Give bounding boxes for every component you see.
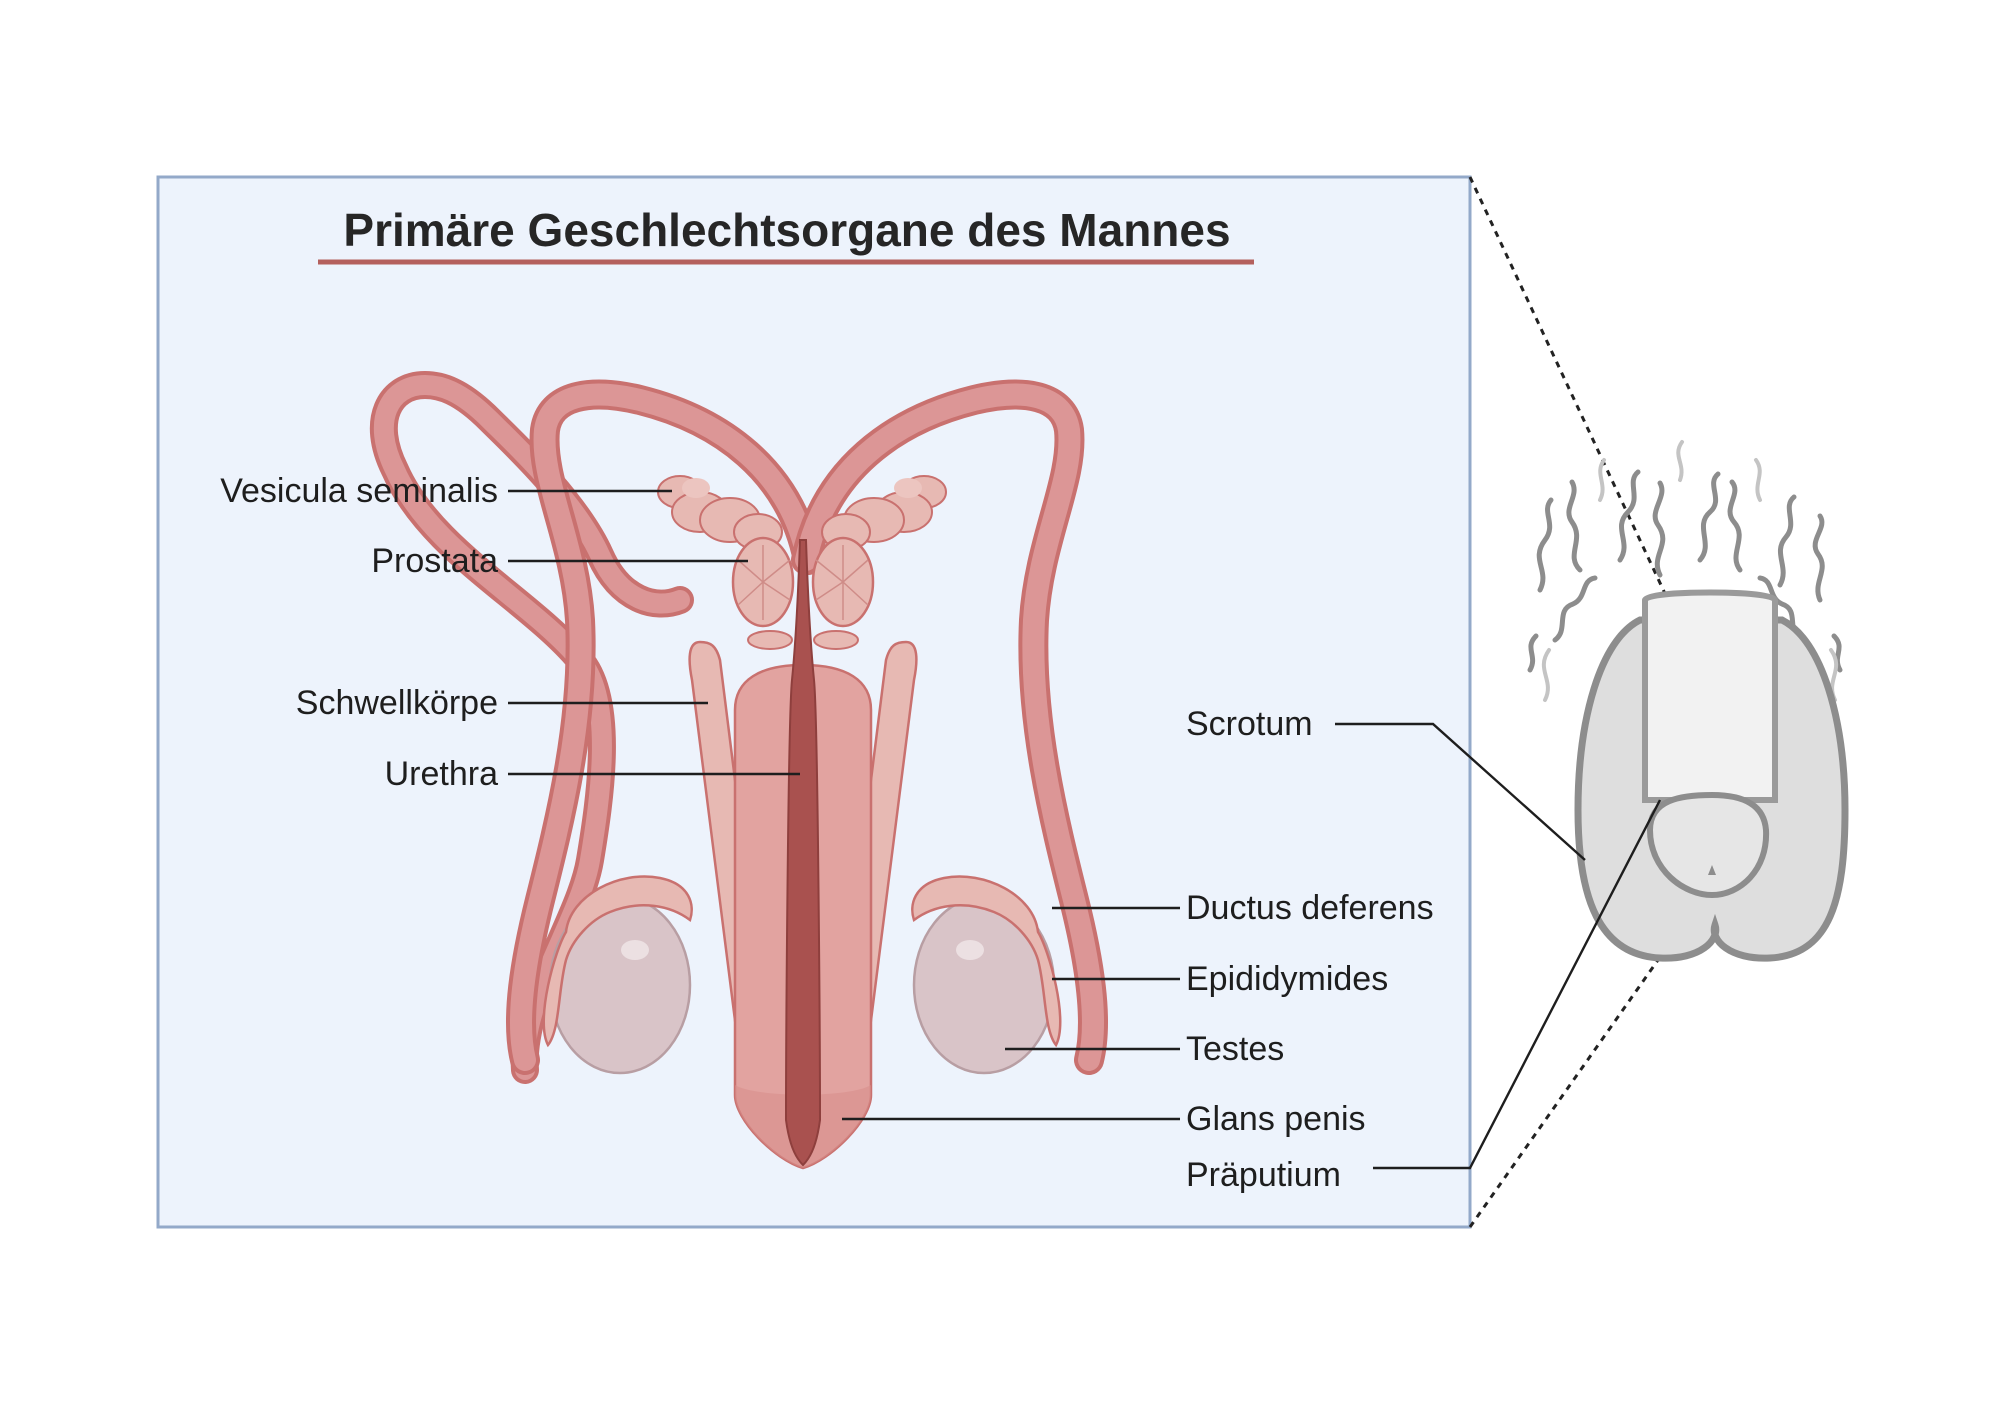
meatus [1708,865,1716,875]
epididymis-left [542,875,693,1048]
label-urethra: Urethra [385,755,498,793]
external-anatomy [1527,440,1849,962]
epididymis-right [911,875,1062,1048]
testis-left [548,895,692,1075]
vas-right [795,383,1104,1071]
label-praeputium: Präputium [1186,1156,1341,1194]
label-glans-penis: Glans penis [1186,1100,1366,1138]
penis-shaft [1642,589,1778,803]
zoom-line-top [1468,176,1670,601]
zoom-line-bottom [1468,959,1660,1228]
label-epididymides: Epididymides [1186,960,1388,998]
seminal-vesicle-right [821,475,947,551]
urethra [784,539,822,1167]
label-ductus-deferens: Ductus deferens [1186,889,1434,927]
leader-praeputium [1373,799,1662,1170]
internal-anatomy [369,370,1108,1170]
leader-scrotum [1335,722,1586,861]
label-testes: Testes [1186,1030,1284,1068]
label-schwellkoerper: Schwellkörpe [296,684,498,722]
glans-prepuce-shape [1646,791,1770,899]
vas-left [510,383,819,1071]
diagram-title: Primäre Geschlechtsorgane des Mannes [343,204,1230,256]
pubic-hair-light [1541,440,1839,702]
label-vesicula-seminalis: Vesicula seminalis [220,472,498,510]
bulbourethral-gland-right [813,630,859,650]
bulbourethral-gland-left [747,630,793,650]
label-prostata: Prostata [371,542,498,580]
label-scrotum: Scrotum [1186,705,1313,743]
